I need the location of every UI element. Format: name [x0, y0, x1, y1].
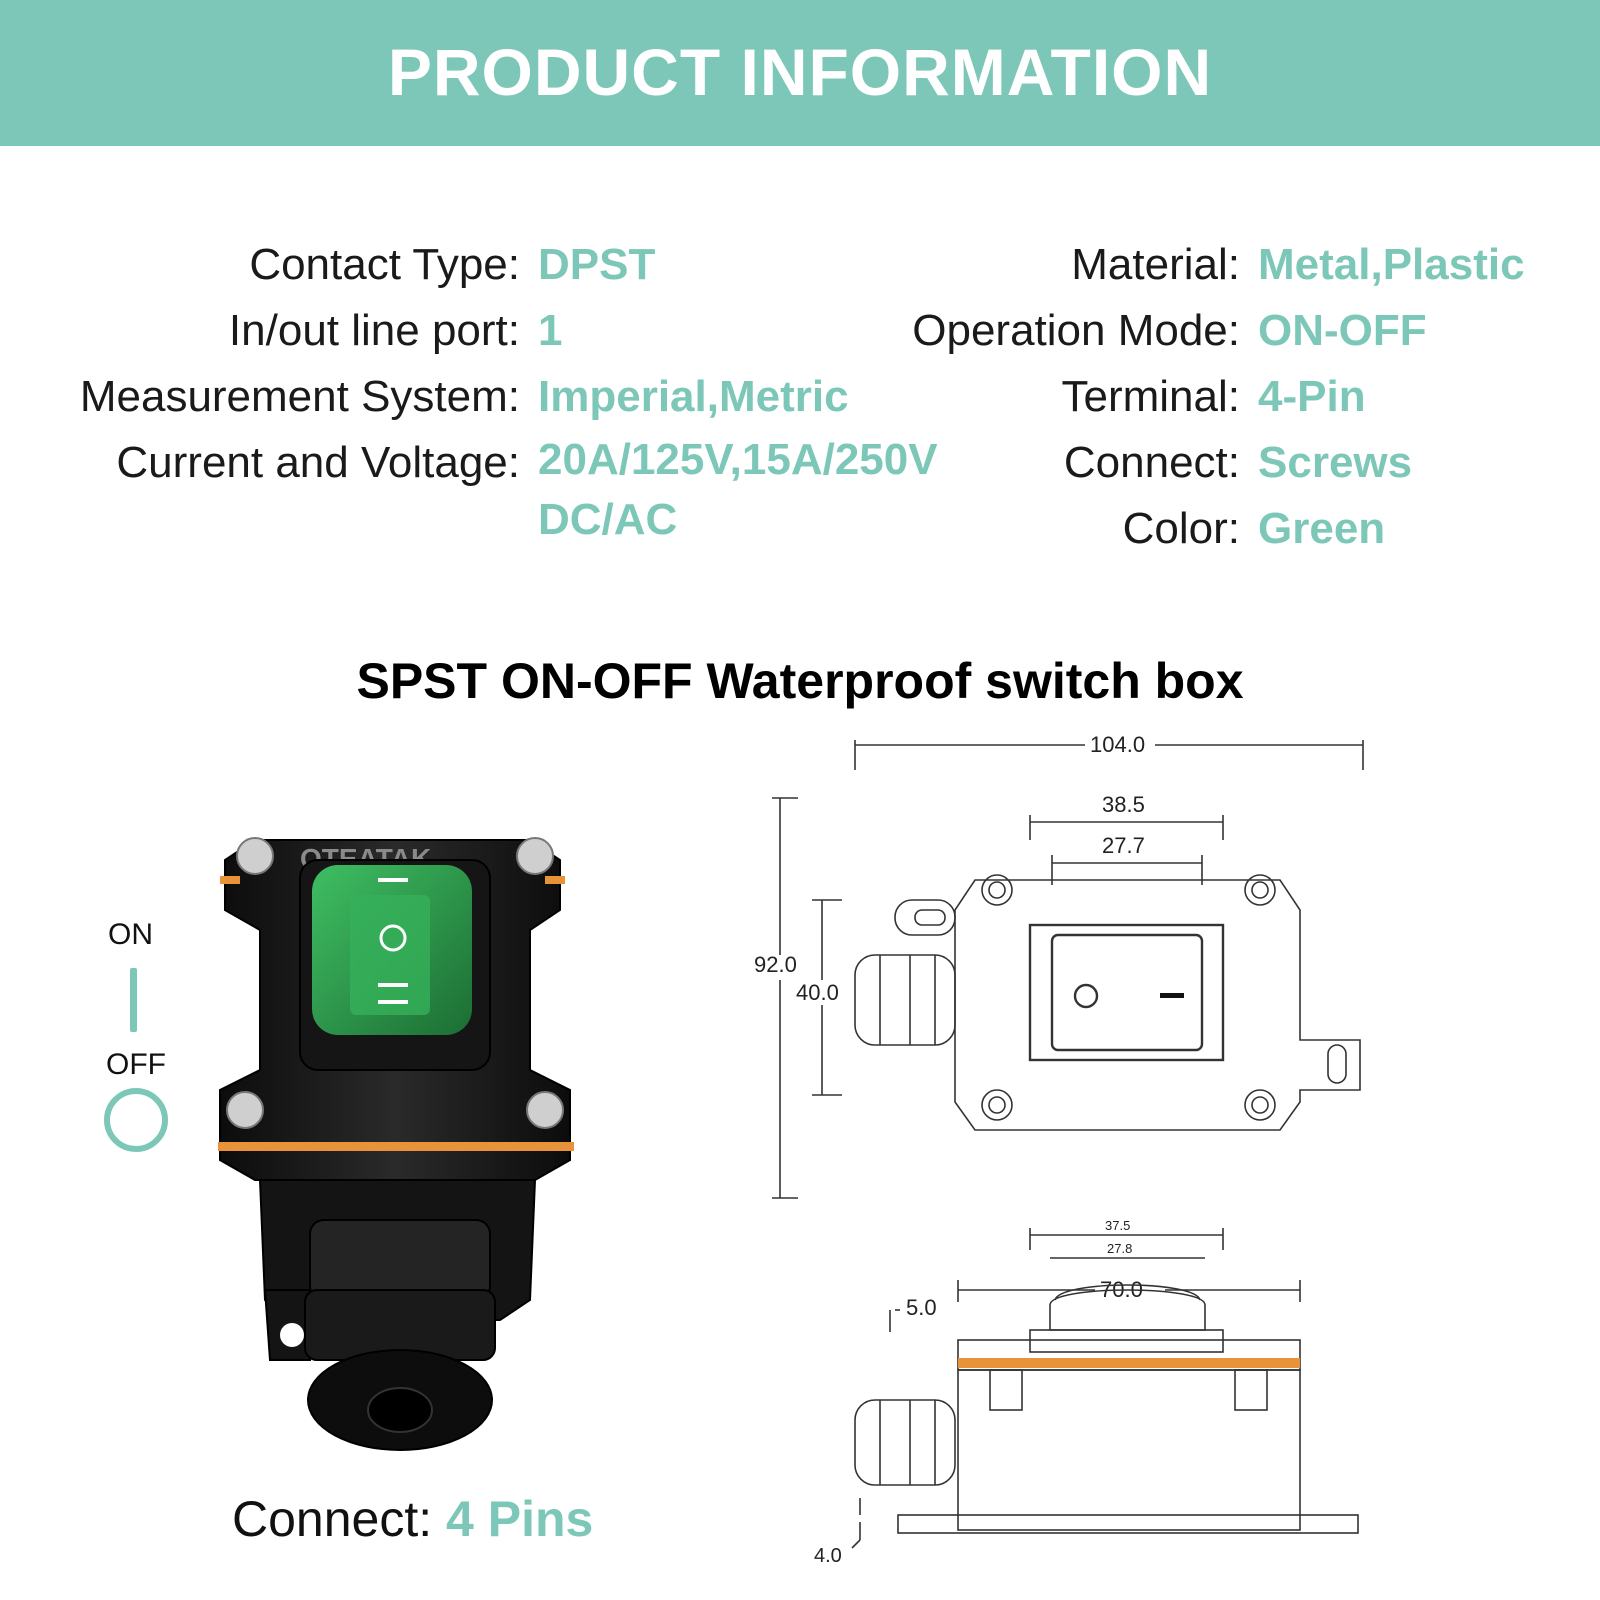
- spec-row-line-port: In/out line port: 1: [40, 298, 938, 364]
- dim-label: 104.0: [1090, 732, 1145, 757]
- product-photo: QTEATAK: [218, 837, 574, 1451]
- section-title: SPST ON-OFF Waterproof switch box: [356, 653, 1244, 709]
- dim-label: 38.5: [1102, 792, 1145, 817]
- spec-label: Terminal:: [1061, 372, 1241, 421]
- dim-label: 27.8: [1107, 1241, 1132, 1256]
- spec-label: Connect:: [1063, 438, 1240, 487]
- spec-label: Current and Voltage:: [116, 438, 520, 487]
- spec-label: Operation Mode:: [912, 306, 1240, 355]
- dim-side-outer: 37.5: [1029, 1218, 1224, 1250]
- legend-off-label: OFF: [106, 1048, 166, 1081]
- spec-row-current-voltage: Current and Voltage: 20A/125V,15A/250V D…: [40, 430, 938, 550]
- gasket: [220, 876, 240, 884]
- dim-label: 37.5: [1105, 1218, 1130, 1233]
- spec-row-color: Color: Green: [860, 496, 1525, 562]
- spec-label: In/out line port:: [228, 306, 520, 355]
- spec-list-left: Contact Type: DPST In/out line port: 1 M…: [40, 232, 938, 550]
- spec-value: 4-Pin: [1258, 372, 1366, 421]
- spec-label: Color:: [1122, 504, 1240, 553]
- spec-value: Imperial,Metric: [538, 372, 849, 421]
- dim-overall-height: 92.0: [754, 797, 798, 1199]
- cable-gland: [309, 1219, 491, 1301]
- header-banner: PRODUCT INFORMATION: [0, 0, 1600, 146]
- spec-row-operation-mode: Operation Mode: ON-OFF: [860, 298, 1525, 364]
- spec-row-measurement-system: Measurement System: Imperial,Metric: [40, 364, 938, 430]
- spec-value: Metal,Plastic: [1258, 240, 1525, 289]
- page-title: PRODUCT INFORMATION: [387, 35, 1213, 109]
- spec-value: DPST: [538, 240, 656, 289]
- spec-value: ON-OFF: [1258, 306, 1427, 355]
- spec-row-terminal: Terminal: 4-Pin: [860, 364, 1525, 430]
- dim-body-height: 40.0: [796, 899, 842, 1096]
- top-view: [854, 874, 1361, 1131]
- spec-value: Screws: [1258, 438, 1413, 487]
- connect-caption: Connect: 4 Pins: [232, 1490, 593, 1548]
- spec-value: 20A/125V,15A/250V DC/AC: [538, 435, 938, 544]
- dim-bezel-outer: 38.5: [1029, 792, 1224, 840]
- screw-icon: [236, 837, 274, 875]
- dim-label: 27.7: [1102, 833, 1145, 858]
- spec-row-material: Material: Metal,Plastic: [860, 232, 1525, 298]
- on-symbol-icon: [130, 968, 137, 1032]
- dim-label: 4.0: [814, 1545, 842, 1567]
- dim-lid-thickness: 5.0: [889, 1295, 937, 1332]
- screw-icon: [526, 1091, 564, 1129]
- dim-bezel-inner: 27.7: [1051, 833, 1203, 885]
- gasket: [958, 1358, 1300, 1368]
- screw-icon: [226, 1091, 264, 1129]
- spec-value: Green: [1258, 504, 1386, 553]
- spec-label: Material:: [1071, 240, 1240, 289]
- spec-row-contact-type: Contact Type: DPST: [40, 232, 938, 298]
- connect-value: 4 Pins: [446, 1491, 594, 1547]
- dim-side-inner: 27.8: [1050, 1241, 1205, 1259]
- dim-base-thickness: 4.0: [814, 1498, 861, 1567]
- connect-label: Connect:: [232, 1491, 433, 1547]
- legend-on-label: ON: [108, 918, 153, 951]
- dim-label: 40.0: [796, 980, 839, 1005]
- spec-row-connect: Connect: Screws: [860, 430, 1525, 496]
- on-symbol-icon: [1160, 993, 1184, 998]
- off-symbol-icon: [379, 924, 407, 952]
- gasket: [545, 876, 565, 884]
- off-symbol-icon: [104, 1088, 168, 1152]
- dim-label: 5.0: [906, 1295, 937, 1320]
- screw-icon: [516, 837, 554, 875]
- side-view: [854, 1284, 1359, 1534]
- spec-list-right: Material: Metal,Plastic Operation Mode: …: [860, 232, 1525, 562]
- dim-label: 92.0: [754, 952, 797, 977]
- dim-overall-width: 104.0: [854, 732, 1364, 770]
- spec-label: Measurement System:: [79, 372, 520, 421]
- dimension-drawing: 104.0 38.5 27.7 92.0 40.0: [754, 732, 1364, 1567]
- off-symbol-icon: [1073, 983, 1099, 1009]
- spec-value: 1: [538, 306, 563, 355]
- gasket: [218, 1142, 574, 1151]
- spec-label: Contact Type:: [249, 240, 520, 289]
